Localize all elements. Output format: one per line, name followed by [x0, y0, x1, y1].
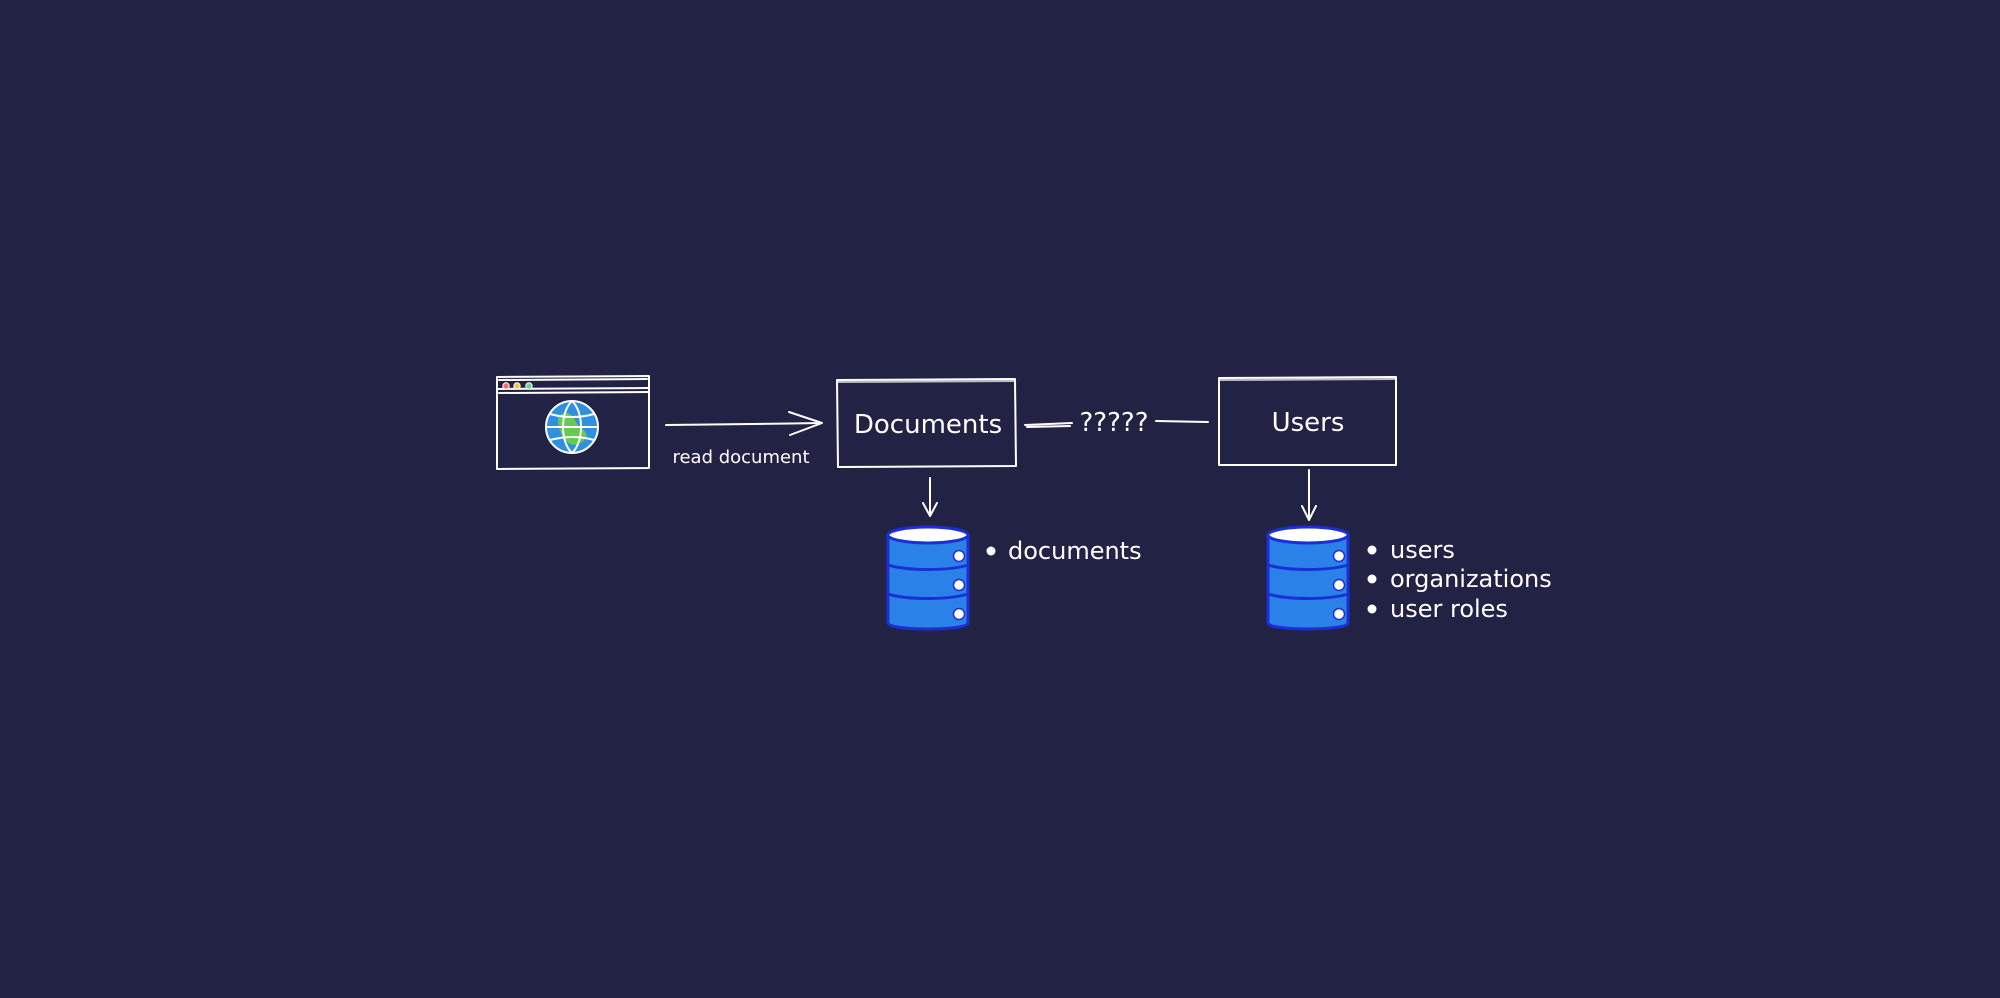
documents-node-label: Documents — [854, 410, 1002, 440]
unknown-relation-connector — [1024, 420, 1209, 428]
list-item: users — [1367, 536, 1455, 564]
documents-db-arrow — [922, 477, 938, 517]
users-node-label: Users — [1272, 408, 1345, 438]
window-close-dot — [502, 382, 510, 390]
database-icon — [886, 525, 970, 631]
window-maximize-dot — [525, 382, 533, 390]
users-db-item-label: organizations — [1390, 565, 1552, 593]
globe-icon — [545, 400, 599, 454]
list-item: organizations — [1367, 565, 1552, 593]
window-minimize-dot — [513, 382, 521, 390]
documents-node — [836, 378, 1017, 468]
users-db-item-label: users — [1390, 536, 1455, 564]
read-document-label: read document — [672, 447, 809, 468]
bullet-icon — [1367, 604, 1377, 614]
users-db-item-label: user roles — [1390, 595, 1508, 623]
users-db-list: users organizations user roles — [1367, 536, 1552, 623]
unknown-relation-label: ????? — [1080, 408, 1149, 438]
read-document-arrow — [665, 411, 823, 436]
browser-window-icon — [496, 375, 650, 470]
database-icon — [1266, 525, 1350, 631]
documents-db-list: documents — [986, 537, 1142, 565]
list-item: documents — [986, 537, 1142, 565]
bullet-icon — [986, 546, 996, 556]
documents-db-item-label: documents — [1008, 537, 1142, 565]
list-item: user roles — [1367, 595, 1508, 623]
bullet-icon — [1367, 574, 1377, 584]
users-db-arrow — [1301, 469, 1317, 521]
bullet-icon — [1367, 545, 1377, 555]
users-node — [1218, 376, 1397, 466]
